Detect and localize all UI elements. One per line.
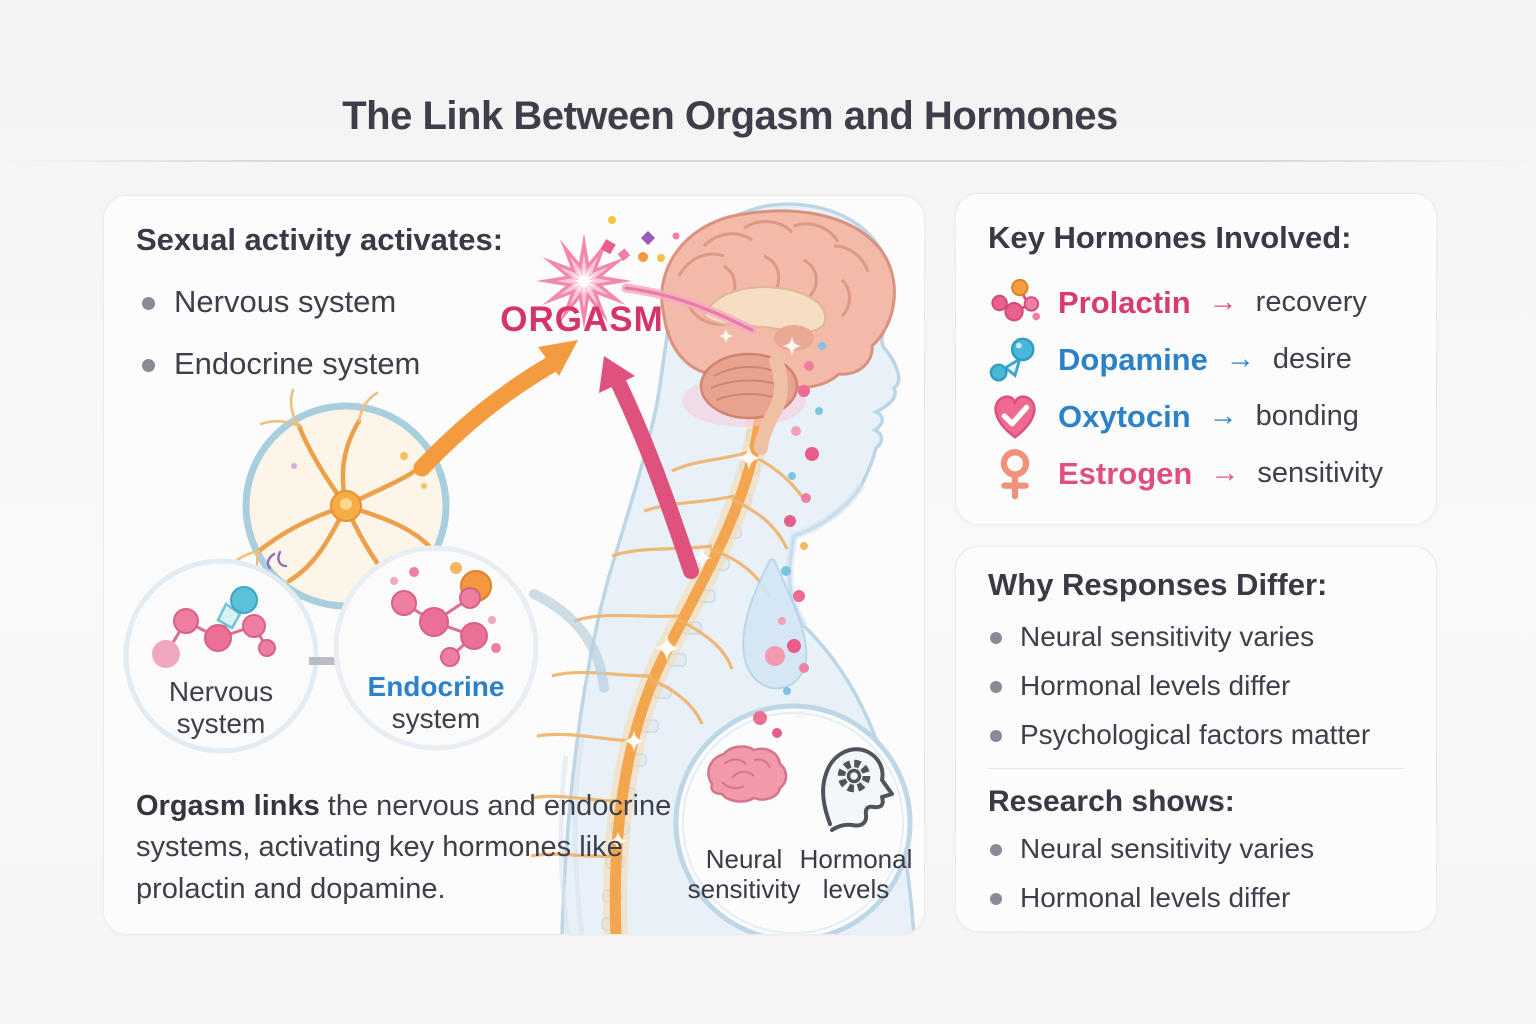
molecule-pink-orange-icon	[991, 278, 1041, 321]
arrow-right-icon: →	[1210, 457, 1240, 489]
endocrine-bubble-label-2: system	[392, 703, 481, 734]
molecule-blue-icon	[989, 337, 1035, 381]
hormone-row-oxytocin: Oxytocin → bonding	[988, 388, 1404, 445]
orange-arrow	[413, 340, 578, 477]
title-divider	[0, 160, 1536, 162]
arrow-right-icon: →	[1225, 343, 1255, 375]
bullet-item-nervous: Nervous system	[140, 284, 420, 320]
bullet-item: Neural sensitivity varies	[988, 833, 1404, 865]
endocrine-bubble-label-1: Endocrine	[368, 671, 505, 702]
head-gear-icon	[821, 747, 894, 832]
card-divider	[988, 768, 1404, 769]
nervous-bubble: Nervous system	[123, 558, 319, 754]
arrow-right-icon: →	[1208, 400, 1238, 432]
orgasm-starburst-icon	[536, 233, 632, 329]
hormone-name-estrogen: Estrogen	[1058, 455, 1193, 491]
pituitary-hormone-dot	[765, 646, 785, 666]
female-symbol-icon	[1000, 448, 1030, 499]
brain-icon	[707, 745, 788, 803]
responses-card-heading: Why Responses Differ:	[988, 567, 1328, 602]
hormone-effect-oxytocin: bonding	[1255, 400, 1359, 432]
blue-arc	[529, 589, 609, 693]
bullet-item: Neural sensitivity varies	[988, 621, 1404, 653]
hormone-effect-dopamine: desire	[1272, 343, 1352, 375]
activation-list: Nervous system Endocrine system	[140, 284, 420, 408]
outcome-label-levels: levels	[823, 874, 889, 904]
orgasm-beam	[621, 283, 757, 335]
responses-list: Neural sensitivity varies Hormonal level…	[988, 621, 1404, 751]
bullet-item-endocrine: Endocrine system	[140, 346, 420, 382]
hormone-name-prolactin: Prolactin	[1058, 284, 1191, 320]
molecule-pink-blue-icon	[152, 586, 276, 668]
left-panel-heading: Sexual activity activates:	[136, 222, 504, 257]
confetti-icons	[600, 216, 680, 262]
bullet-item: Hormonal levels differ	[988, 882, 1404, 914]
pituitary-drop-illustration	[742, 558, 808, 690]
responses-card: Why Responses Differ: Neural sensitivity…	[955, 546, 1437, 932]
hormone-row-prolactin: Prolactin → recovery	[988, 274, 1404, 331]
endocrine-bubble: Endocrine system	[333, 545, 539, 751]
anatomy-illustration: Neural sensitivity Hormonal levels	[123, 202, 916, 934]
nervous-bubble-label-1: Nervous	[169, 676, 273, 707]
key-hormones-card: Key Hormones Involved: Prolactin → recov…	[955, 193, 1437, 525]
research-heading: Research shows:	[988, 785, 1235, 818]
sparkle-icons	[608, 446, 761, 851]
pink-arrow	[599, 356, 699, 579]
hormone-row-dopamine: Dopamine → desire	[988, 331, 1404, 388]
brain-illustration	[660, 209, 896, 455]
hormones-card-heading: Key Hormones Involved:	[988, 220, 1352, 255]
hormone-effect-estrogen: sensitivity	[1257, 457, 1384, 489]
summary-text-rest: the nervous and endocrine systems, activ…	[136, 790, 672, 905]
nervous-bubble-label-2: system	[177, 708, 266, 739]
orgasm-label: ORGASM	[500, 300, 664, 339]
summary-text: Orgasm links the nervous and endocrine s…	[136, 786, 684, 910]
hormone-droplets	[778, 342, 826, 740]
arrow-right-icon: →	[1208, 286, 1238, 318]
hormone-effect-prolactin: recovery	[1255, 286, 1367, 318]
summary-text-bold: Orgasm links	[136, 790, 320, 822]
left-panel: Neural sensitivity Hormonal levels	[103, 195, 925, 935]
hormone-row-estrogen: Estrogen → sensitivity	[988, 445, 1404, 502]
outcome-label-neural: Neural	[706, 844, 783, 874]
hormone-name-dopamine: Dopamine	[1058, 341, 1208, 377]
outcome-label-sensitivity: sensitivity	[688, 874, 801, 904]
bullet-item: Psychological factors matter	[988, 719, 1404, 751]
outcome-label-hormonal: Hormonal	[800, 844, 913, 874]
page-title: The Link Between Orgasm and Hormones	[342, 94, 1118, 138]
heart-check-icon	[994, 394, 1036, 439]
hormone-name-oxytocin: Oxytocin	[1058, 398, 1191, 434]
bullet-item: Hormonal levels differ	[988, 670, 1404, 702]
outcome-circle: Neural sensitivity Hormonal levels	[673, 703, 913, 934]
research-list: Neural sensitivity varies Hormonal level…	[988, 833, 1404, 914]
molecule-pink-orange-bubble-icon	[390, 562, 501, 667]
